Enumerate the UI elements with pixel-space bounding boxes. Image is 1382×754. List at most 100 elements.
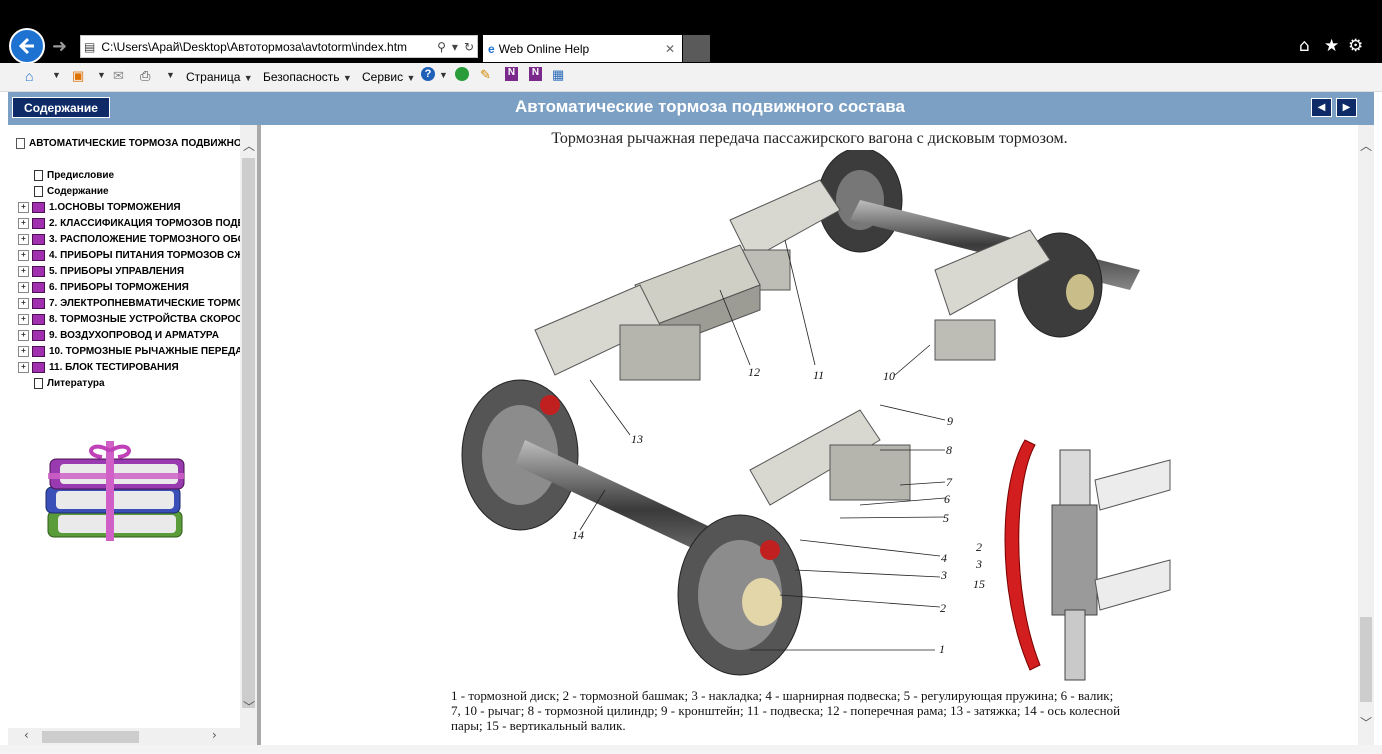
scroll-left-icon[interactable]: ‹: [24, 728, 29, 742]
expand-icon[interactable]: +: [18, 265, 29, 277]
toc-item[interactable]: +3. РАСПОЛОЖЕНИЕ ТОРМОЗНОГО ОБОРУДОВАНИЯ: [18, 231, 257, 247]
search-icon[interactable]: ⚲: [437, 39, 446, 54]
next-page-button[interactable]: ▶: [1336, 98, 1357, 117]
content-scroll-thumb[interactable]: [1360, 617, 1372, 702]
home-icon[interactable]: ⌂: [25, 68, 34, 84]
right-triangle-icon: ▶: [1342, 102, 1351, 113]
toc-root[interactable]: АВТОМАТИЧЕСКИЕ ТОРМОЗА ПОДВИЖНОГО СОСТАВ…: [16, 135, 257, 151]
callout-13: 13: [631, 432, 643, 446]
callout-3: 3: [941, 568, 947, 582]
forward-button[interactable]: ➜: [52, 36, 68, 57]
settings-gear-icon[interactable]: ⚙: [1348, 36, 1364, 56]
book-icon: [32, 201, 45, 213]
page-menu[interactable]: Страница ▼: [186, 70, 253, 84]
callout-12: 12: [748, 365, 760, 379]
book-icon: [32, 249, 45, 261]
caption-line-1: 1 - тормозной диск; 2 - тормозной башмак…: [451, 688, 1114, 703]
toc-item-label: 9. ВОЗДУХОПРОВОД И АРМАТУРА: [49, 329, 219, 341]
scroll-down-icon[interactable]: ﹀: [243, 700, 256, 714]
favorites-star-icon[interactable]: ★: [1324, 36, 1340, 56]
print-icon[interactable]: ⎙: [140, 68, 151, 83]
expand-icon[interactable]: +: [18, 217, 29, 229]
scroll-down-icon[interactable]: ﹀: [1360, 716, 1373, 730]
toc-item-label: 7. ЭЛЕКТРОПНЕВМАТИЧЕСКИЕ ТОРМОЗА: [49, 297, 257, 309]
toc-item[interactable]: +5. ПРИБОРЫ УПРАВЛЕНИЯ: [18, 263, 184, 279]
prev-page-button[interactable]: ◀: [1311, 98, 1332, 117]
contents-button[interactable]: Содержание: [12, 97, 110, 118]
safety-menu[interactable]: Безопасность ▼: [263, 70, 352, 84]
toc-item[interactable]: Литература: [34, 375, 105, 391]
diagram-title: Тормозная рычажная передача пассажирског…: [551, 130, 1068, 147]
toc-item[interactable]: +1.ОСНОВЫ ТОРМОЖЕНИЯ: [18, 199, 181, 215]
mail-icon[interactable]: ✉: [113, 68, 124, 83]
toc-item[interactable]: +6. ПРИБОРЫ ТОРМОЖЕНИЯ: [18, 279, 189, 295]
toc-item[interactable]: +10. ТОРМОЗНЫЕ РЫЧАЖНЫЕ ПЕРЕДАЧИ: [18, 343, 256, 359]
service-menu[interactable]: Сервис ▼: [362, 70, 416, 84]
scroll-up-icon[interactable]: ︿: [1360, 139, 1373, 153]
toc-scroll-thumb[interactable]: [242, 158, 255, 708]
toc-item-label: 5. ПРИБОРЫ УПРАВЛЕНИЯ: [49, 265, 185, 277]
help-icon[interactable]: ?: [421, 67, 435, 81]
browser-tab[interactable]: e Web Online Help ✕: [483, 35, 682, 62]
expand-icon[interactable]: +: [18, 313, 29, 325]
dropdown-icon[interactable]: ▾: [451, 39, 458, 54]
onenote-linked-icon[interactable]: N: [529, 67, 542, 81]
toc-hscroll-thumb[interactable]: [42, 731, 139, 743]
callout-14: 14: [572, 528, 584, 542]
toc-vertical-scrollbar[interactable]: ︿ ﹀: [240, 125, 257, 730]
feeds-dropdown-icon[interactable]: ▼: [97, 70, 106, 80]
new-tab-button[interactable]: [683, 35, 710, 62]
window-bottom-edge: [0, 745, 1382, 754]
expand-icon[interactable]: +: [18, 297, 29, 309]
back-button[interactable]: [9, 28, 45, 64]
toc-item[interactable]: +8. ТОРМОЗНЫЕ УСТРОЙСТВА СКОРОСТНОГО ПОД…: [18, 311, 257, 327]
book-icon: [32, 361, 45, 373]
scroll-up-icon[interactable]: ︿: [243, 139, 256, 153]
toc-item-label: 2. КЛАССИФИКАЦИЯ ТОРМОЗОВ ПОДВИЖНОГО СОС…: [49, 217, 257, 229]
help-dropdown-icon[interactable]: ▼: [439, 70, 448, 80]
print-dropdown-icon[interactable]: ▼: [166, 70, 175, 80]
expand-icon[interactable]: +: [18, 233, 29, 245]
book-icon: [32, 233, 45, 245]
callout-8: 8: [946, 443, 952, 457]
back-arrow-icon: [18, 37, 34, 55]
close-tab-icon[interactable]: ✕: [664, 41, 675, 56]
toc-item[interactable]: +2. КЛАССИФИКАЦИЯ ТОРМОЗОВ ПОДВИЖНОГО СО…: [18, 215, 257, 231]
home-dropdown-icon[interactable]: ▼: [52, 70, 61, 80]
addon-green-icon[interactable]: [455, 67, 469, 81]
help-title: Автоматические тормоза подвижного состав…: [515, 97, 905, 116]
expand-icon[interactable]: +: [18, 329, 29, 341]
addon-tool-icon[interactable]: ✎: [480, 67, 491, 82]
callout-5: 5: [943, 511, 949, 525]
toc-item[interactable]: +4. ПРИБОРЫ ПИТАНИЯ ТОРМОЗОВ СЖАТЫМ ВОЗД…: [18, 247, 257, 263]
toc-item-label: 11. БЛОК ТЕСТИРОВАНИЯ: [49, 361, 179, 373]
expand-icon[interactable]: +: [18, 201, 29, 213]
page-icon: [34, 169, 43, 181]
onenote-icon[interactable]: N: [505, 67, 518, 81]
expand-icon[interactable]: +: [18, 361, 29, 373]
pane-splitter[interactable]: [257, 125, 261, 745]
content-vertical-scrollbar[interactable]: ︿ ﹀: [1358, 125, 1374, 745]
expand-icon[interactable]: +: [18, 345, 29, 357]
toc-item-label: Предисловие: [47, 169, 115, 181]
toc-item[interactable]: Содержание: [34, 183, 109, 199]
scroll-right-icon[interactable]: ›: [212, 728, 217, 742]
toc-item-label: 1.ОСНОВЫ ТОРМОЖЕНИЯ: [49, 201, 181, 213]
toc-item[interactable]: Предисловие: [34, 167, 114, 183]
toc-item[interactable]: +11. БЛОК ТЕСТИРОВАНИЯ: [18, 359, 179, 375]
book-icon: [32, 329, 45, 341]
toc-horizontal-scrollbar[interactable]: ‹ ›: [8, 728, 257, 745]
open-book-icon: [16, 137, 25, 149]
toc-item[interactable]: +9. ВОЗДУХОПРОВОД И АРМАТУРА: [18, 327, 219, 343]
feeds-icon[interactable]: ▣: [72, 68, 85, 83]
expand-icon[interactable]: +: [18, 281, 29, 293]
refresh-icon[interactable]: ↻: [463, 39, 474, 54]
callout-6: 6: [944, 492, 950, 506]
home-icon[interactable]: ⌂: [1299, 36, 1310, 56]
expand-icon[interactable]: +: [18, 249, 29, 261]
address-text[interactable]: C:\Users\Арай\Desktop\Автотормоза\avtoto…: [101, 39, 408, 54]
research-icon[interactable]: ▦: [552, 67, 565, 82]
address-bar[interactable]: ▤ C:\Users\Арай\Desktop\Автотормоза\avto…: [80, 35, 478, 58]
toc-item[interactable]: +7. ЭЛЕКТРОПНЕВМАТИЧЕСКИЕ ТОРМОЗА: [18, 295, 257, 311]
diagram-caption: 1 - тормозной диск; 2 - тормозной башмак…: [451, 688, 1166, 733]
